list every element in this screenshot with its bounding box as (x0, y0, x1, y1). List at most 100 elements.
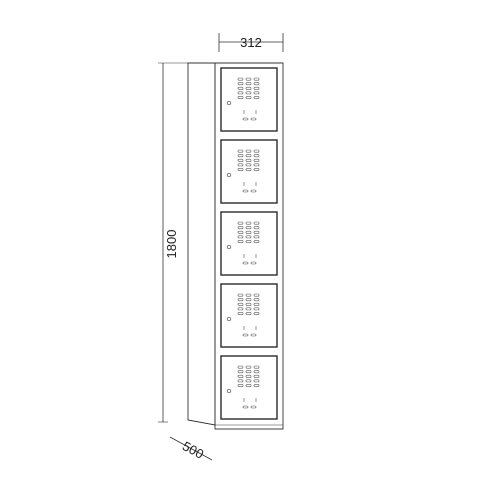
locker-side-panel (187, 62, 216, 426)
vent-slot (245, 307, 252, 311)
vent-slot (245, 230, 252, 234)
vent-slot (253, 96, 260, 99)
vent-slot (237, 96, 244, 99)
lock-icon[interactable] (226, 388, 232, 394)
vent-slot (245, 86, 252, 90)
handle-slot (250, 117, 257, 121)
vent-slot (237, 82, 244, 86)
vent-slot (253, 158, 260, 162)
vent-slot (237, 230, 244, 234)
depth-dimension-line (169, 436, 213, 461)
vent-slot (245, 149, 252, 153)
vent-slot (237, 379, 244, 383)
vent-slot (237, 307, 244, 311)
vent-slot (237, 154, 244, 158)
vent-slot (245, 168, 252, 171)
lock-icon[interactable] (226, 172, 232, 178)
door-panel (220, 67, 278, 132)
vent-slot (253, 163, 260, 167)
vent-slot (237, 365, 244, 369)
vent-slot (253, 307, 260, 311)
height-dimension: 1800 (158, 62, 188, 423)
vent-slot (245, 302, 252, 306)
vent-slot (245, 91, 252, 95)
vent-slot (253, 379, 260, 383)
vent-slot (237, 86, 244, 90)
vent-slot (253, 226, 260, 230)
vent-slot (245, 82, 252, 86)
vent-slot (253, 77, 260, 81)
vent-slot (253, 235, 260, 239)
vent-slot (253, 230, 260, 234)
lock-icon[interactable] (226, 316, 232, 322)
vent-slot (237, 374, 244, 378)
door-vents (237, 365, 260, 387)
door-vents (237, 293, 260, 315)
door-vents (237, 77, 260, 99)
vent-slot (253, 384, 260, 387)
handle-slot (242, 333, 249, 337)
handle-slot (250, 405, 257, 409)
vent-slot (253, 240, 260, 243)
locker-door[interactable] (220, 355, 278, 420)
lock-icon[interactable] (226, 100, 232, 106)
depth-label: 500 (180, 438, 206, 461)
door-panel (220, 355, 278, 420)
vent-slot (245, 312, 252, 315)
vent-slot (253, 149, 260, 153)
vent-slot (245, 235, 252, 239)
vent-slot (245, 370, 252, 374)
vent-slot (237, 158, 244, 162)
vent-slot (245, 374, 252, 378)
vent-slot (253, 298, 260, 302)
handle-slot (250, 189, 257, 193)
vent-slot (237, 302, 244, 306)
door-panel (220, 139, 278, 204)
vent-slot (237, 91, 244, 95)
vent-slot (245, 96, 252, 99)
vent-slot (245, 298, 252, 302)
vent-slot (245, 226, 252, 230)
door-panel (220, 283, 278, 348)
vent-slot (245, 240, 252, 243)
width-label: 312 (240, 35, 262, 50)
vent-slot (253, 312, 260, 315)
locker-cabinet (187, 62, 284, 430)
vent-slot (253, 91, 260, 95)
locker-door[interactable] (220, 211, 278, 276)
vent-slot (237, 384, 244, 387)
vent-slot (245, 158, 252, 162)
vent-slot (237, 370, 244, 374)
vent-slot (237, 293, 244, 297)
depth-dimension: 500 (169, 436, 213, 462)
locker-door[interactable] (220, 139, 278, 204)
vent-slot (253, 370, 260, 374)
vent-slot (253, 374, 260, 378)
vent-slot (253, 168, 260, 171)
vent-slot (253, 86, 260, 90)
vent-slot (237, 163, 244, 167)
vent-slot (237, 168, 244, 171)
vent-slot (253, 365, 260, 369)
vent-slot (245, 365, 252, 369)
door-vents (237, 149, 260, 171)
vent-slot (245, 77, 252, 81)
vent-slot (253, 221, 260, 225)
vent-slot (245, 221, 252, 225)
locker-door[interactable] (220, 67, 278, 132)
door-vents (237, 221, 260, 243)
locker-door[interactable] (220, 283, 278, 348)
handle-slot (242, 189, 249, 193)
lock-icon[interactable] (226, 244, 232, 250)
vent-slot (237, 312, 244, 315)
vent-slot (245, 163, 252, 167)
vent-slot (237, 235, 244, 239)
vent-slot (237, 221, 244, 225)
vent-slot (245, 293, 252, 297)
vent-slot (237, 240, 244, 243)
vent-slot (253, 82, 260, 86)
vent-slot (237, 149, 244, 153)
vent-slot (245, 384, 252, 387)
width-dimension: 312 (218, 33, 284, 52)
